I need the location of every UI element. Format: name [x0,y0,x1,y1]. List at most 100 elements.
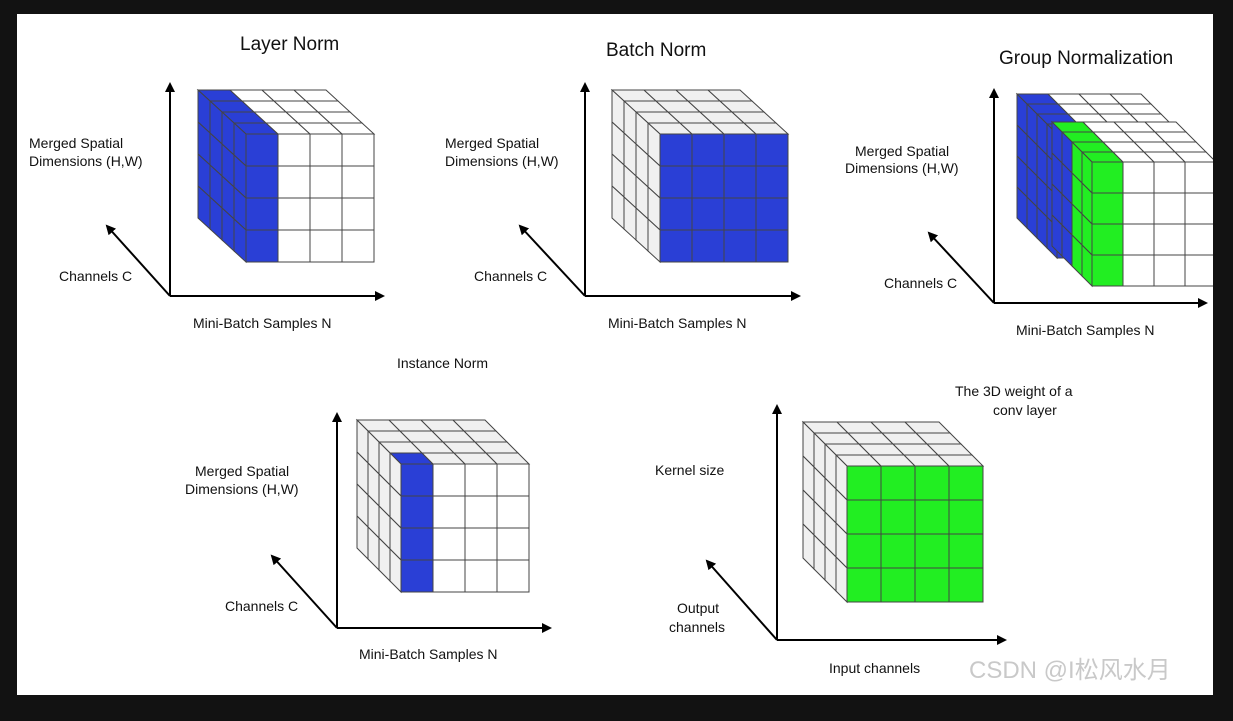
cube-front-cell [691,165,725,199]
cube-front-cell [245,165,279,199]
cube-front-cell [496,463,530,497]
cube-front-cell [1153,192,1186,225]
cube-front-cell [245,229,279,263]
cube-front-cell [432,527,466,561]
cube-front-cell [1122,161,1155,194]
cube-front-cell [948,567,984,603]
cube-front-cell [464,495,498,529]
cube-front-cell [1184,223,1213,256]
cube-front-cell [755,229,789,263]
conv-weight-cube [801,420,985,604]
cube-front-cell [846,533,882,569]
cube-front-cell [948,533,984,569]
cube-front-cell [309,197,343,231]
group-norm-y-label-line1: Merged Spatial [855,143,949,159]
cube-front-cell [464,527,498,561]
cube-front-cell [846,499,882,535]
cube-front-cell [1184,161,1213,194]
cube-front-cell [1153,161,1186,194]
group-norm-depth-axis [927,231,995,304]
instance-norm-x-label: Mini-Batch Samples N [359,646,498,662]
cube-front-cell [341,197,375,231]
cube-front-cell [659,197,693,231]
cube-front-cell [1091,161,1124,194]
cube-front-cell [277,133,311,167]
layer-norm-diagram: Layer Norm Merged Spatial Dimensions (H,… [29,34,385,331]
layer-norm-y-label-line2: Dimensions (H,W) [29,153,143,169]
diagram-canvas: Layer Norm Merged Spatial Dimensions (H,… [17,14,1213,695]
batch-norm-cube [610,88,790,264]
conv-weight-y-label: Kernel size [655,462,724,478]
cube-front-cell [659,229,693,263]
cube-front-cell [245,197,279,231]
cube-front-cell [880,465,916,501]
group-norm-depth-label: Channels C [884,275,957,291]
cube-front-cell [496,559,530,593]
conv-weight-title-line2: conv layer [993,402,1057,418]
conv-weight-depth-axis [705,559,778,641]
cube-front-cell [496,527,530,561]
cube-front-cell [400,463,434,497]
cube-front-cell [1153,223,1186,256]
group-norm-title: Group Normalization [999,48,1173,69]
cube-front-cell [880,499,916,535]
batch-norm-diagram: Batch Norm Merged Spatial Dimensions (H,… [445,40,801,331]
cube-front-cell [1153,254,1186,287]
watermark: CSDN @I松风水月 [969,657,1171,684]
batch-norm-depth-label: Channels C [474,268,547,284]
conv-weight-title-line1: The 3D weight of a [955,383,1073,399]
cube-front-cell [659,165,693,199]
cube-front-cell [755,165,789,199]
cube-front-cell [309,229,343,263]
cube-front-cell [691,197,725,231]
cube-front-cell [1122,223,1155,256]
cube-front-cell [948,465,984,501]
cube-front-cell [341,165,375,199]
cube-front-cell [914,465,950,501]
cube-front-cell [432,495,466,529]
instance-norm-title: Instance Norm [397,355,488,371]
cube-front-cell [691,229,725,263]
cube-front-cell [464,463,498,497]
group-norm-diagram: Group Normalization Merged Spatial Dimen… [845,48,1213,338]
instance-norm-depth-label: Channels C [225,598,298,614]
cube-front-cell [948,499,984,535]
cube-front-cell [277,229,311,263]
cube-front-cell [1091,192,1124,225]
cube-front-cell [341,133,375,167]
cube-front-cell [723,165,757,199]
cube-front-cell [400,527,434,561]
cube-front-cell [880,567,916,603]
instance-norm-diagram: Instance Norm Merged Spatial Dimensions … [185,355,552,662]
group-norm-x-label: Mini-Batch Samples N [1016,322,1155,338]
cube-front-cell [1091,254,1124,287]
cube-front-cell [880,533,916,569]
cube-front-cell [432,559,466,593]
batch-norm-x-label: Mini-Batch Samples N [608,315,747,331]
instance-norm-depth-axis [270,554,338,629]
layer-norm-title: Layer Norm [240,34,339,55]
cube-front-cell [914,567,950,603]
cube-front-cell [1122,254,1155,287]
cube-front-cell [846,567,882,603]
batch-norm-title: Batch Norm [606,40,706,61]
conv-weight-diagram: The 3D weight of a conv layer Kernel siz… [655,383,1073,676]
batch-norm-depth-axis [518,224,586,297]
cube-front-cell [400,559,434,593]
batch-norm-y-label-line2: Dimensions (H,W) [445,153,559,169]
group-norm-y-label-line2: Dimensions (H,W) [845,160,959,176]
cube-front-cell [846,465,882,501]
cube-front-cell [496,495,530,529]
cube-front-cell [464,559,498,593]
layer-norm-y-label-line1: Merged Spatial [29,135,123,151]
cube-front-cell [914,533,950,569]
cube-front-cell [723,229,757,263]
cube-front-cell [755,133,789,167]
layer-norm-x-label: Mini-Batch Samples N [193,315,332,331]
cube-front-cell [432,463,466,497]
cube-front-cell [309,165,343,199]
cube-front-cell [245,133,279,167]
cube-front-cell [341,229,375,263]
cube-top-cell [1173,151,1213,163]
cube-front-cell [755,197,789,231]
